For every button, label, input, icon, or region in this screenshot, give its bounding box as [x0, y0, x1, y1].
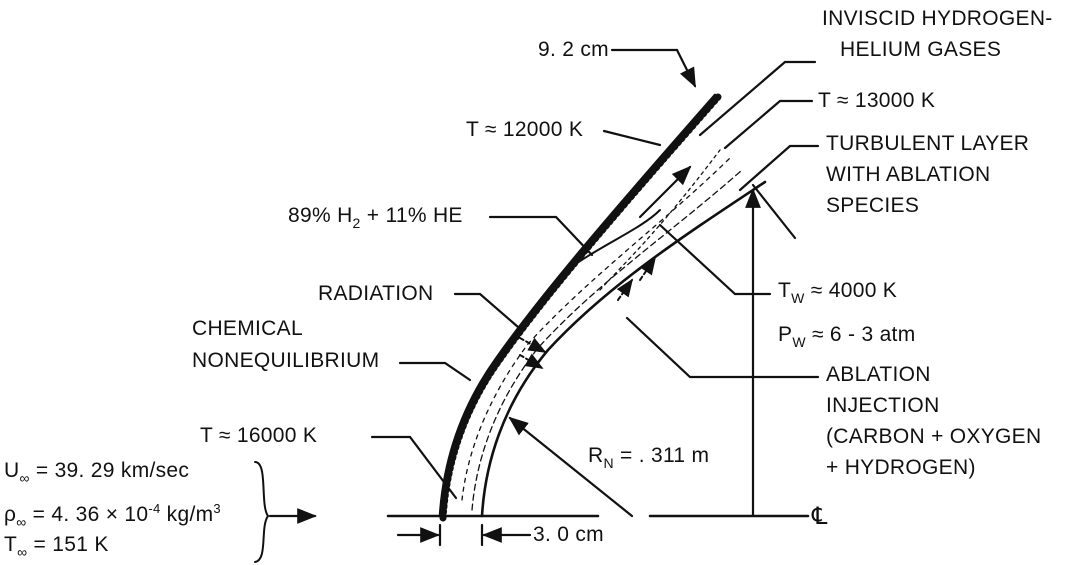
t13000-leader	[723, 99, 814, 150]
nose-radius-label: RN = . 311 m	[588, 444, 710, 471]
turbulent-leader	[738, 144, 820, 192]
body-surface	[480, 180, 767, 518]
ablation-label-line4: + HYDROGEN)	[826, 456, 976, 479]
radiation-label: RADIATION	[318, 282, 434, 305]
normal-line	[751, 183, 797, 240]
t12000-label: T ≈ 12000 K	[466, 118, 584, 141]
radiation-leader	[453, 292, 520, 329]
turbulent-label-line2: WITH ABLATION	[826, 163, 991, 186]
rho-inf-label: ρ∞ = 4. 36 × 10-4 kg/m3	[4, 501, 221, 530]
u-inf-label: U∞ = 39. 29 km/sec	[4, 459, 190, 486]
inviscid-label-line1: INVISCID HYDROGEN-	[822, 7, 1053, 30]
inviscid-label-line2: HELIUM GASES	[840, 38, 1002, 61]
gas-mix-label: 89% H2 + 11% HE	[288, 204, 463, 231]
gas-mix-leader	[488, 215, 594, 257]
freestream-brace	[254, 461, 270, 563]
chemical-leader	[398, 361, 472, 382]
tw-leader	[658, 223, 772, 296]
t-inf-label: T∞ = 151 K	[4, 533, 109, 560]
dist-9-2-label: 9. 2 cm	[538, 38, 609, 61]
t12000-leader	[602, 129, 662, 147]
ablation-leader	[625, 316, 820, 379]
shock-hatching	[439, 93, 722, 522]
dist-9-2-arrow	[675, 48, 697, 88]
tw-label: TW ≈ 4000 K	[778, 279, 898, 306]
ablation-label-line2: INJECTION	[826, 394, 940, 417]
t16000-label: T ≈ 16000 K	[200, 424, 318, 447]
turbulent-label-line3: SPECIES	[826, 194, 920, 217]
chemical-label-line2: NONEQUILIBRIUM	[192, 349, 380, 372]
chemical-label-line1: CHEMICAL	[192, 317, 303, 340]
flow-arrow	[638, 165, 692, 219]
boundary-layer-edge	[559, 209, 661, 276]
dist-3-0-label: 3. 0 cm	[533, 523, 604, 546]
t13000-label: T ≈ 13000 K	[818, 89, 936, 112]
nose-radius-arrow	[508, 416, 634, 518]
t16000-leader	[370, 435, 458, 500]
turbulent-label-line1: TURBULENT LAYER	[826, 132, 1030, 155]
ablation-arrow-2	[616, 278, 634, 301]
ablation-label-line1: ABLATION	[826, 363, 931, 386]
ablation-arrow-1	[639, 256, 657, 281]
pw-label: PW ≈ 6 - 3 atm	[778, 323, 916, 350]
radiation-arrow-1	[519, 337, 547, 353]
centerline-symbol: ℄	[812, 503, 828, 530]
radiation-arrow-2	[519, 353, 544, 369]
inviscid-leader	[698, 60, 817, 137]
ablation-label-line3: (CARBON + OXYGEN	[826, 425, 1042, 448]
turbulent-layer-shading-3	[599, 149, 721, 291]
